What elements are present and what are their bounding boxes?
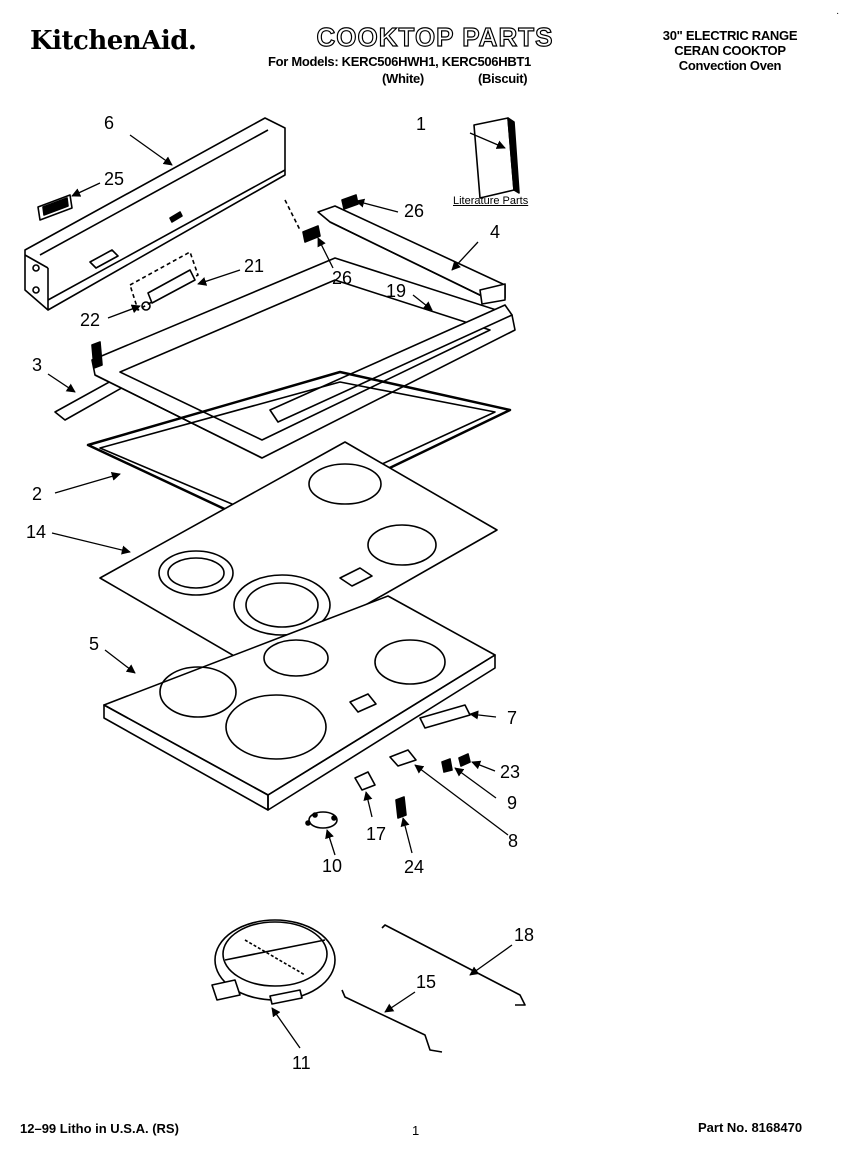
page-title: COOKTOP PARTS [316, 21, 554, 52]
radiant-element-icon [211, 919, 336, 1005]
product-line-3: Convection Oven [678, 58, 782, 73]
wire-rod-15-icon [341, 989, 443, 1053]
color-biscuit-label: (Biscuit) [478, 71, 528, 86]
screw-26-icon [284, 194, 359, 243]
literature-parts-label: Literature Parts [453, 195, 529, 207]
models-line: For Models: KERC506HWH1, KERC506HBT1 [268, 54, 531, 69]
callout-8: 8 [508, 831, 519, 851]
corner-mark: · [836, 8, 840, 19]
callout-1: 1 [416, 114, 427, 134]
callout-7: 7 [507, 708, 518, 728]
callout-17: 17 [366, 824, 387, 844]
literature-booklet-icon [473, 117, 520, 199]
callout-21: 21 [244, 256, 265, 276]
side-rail-icon [317, 205, 506, 305]
part-number: Part No. 8168470 [698, 1120, 803, 1135]
callout-26-lower: 26 [332, 268, 353, 288]
callout-23: 23 [500, 762, 521, 782]
clip-17-icon [354, 771, 376, 791]
callout-2: 2 [32, 484, 43, 504]
callout-4: 4 [490, 222, 501, 242]
leader-arrows [47, 132, 513, 1049]
page-number: 1 [412, 1123, 420, 1138]
callout-15: 15 [416, 972, 437, 992]
wire-rod-18-icon [381, 924, 526, 1006]
callout-22: 22 [80, 310, 101, 330]
terminal-block-10-icon [305, 811, 338, 829]
product-line-1: 30" ELECTRIC RANGE [662, 28, 798, 43]
callout-25: 25 [104, 169, 125, 189]
burner-box-icon [103, 595, 496, 811]
screw-9-icon [441, 758, 453, 773]
callout-9: 9 [507, 793, 518, 813]
bracket-box-icon [129, 251, 199, 311]
cooktop-frame-icon [91, 257, 516, 459]
footer-litho: 12–99 Litho in U.S.A. (RS) [20, 1121, 179, 1136]
clip-8-icon [389, 749, 417, 767]
color-white-label: (White) [382, 71, 424, 86]
nameplate-badge-icon [37, 194, 73, 221]
gasket-icon [86, 370, 512, 530]
backguard-panel-icon [24, 117, 286, 311]
brand-logo: KitchenAid. [30, 26, 197, 56]
callout-24: 24 [404, 857, 425, 877]
callout-14: 14 [26, 522, 47, 542]
callout-11: 11 [292, 1053, 311, 1073]
glass-cooktop-icon [99, 441, 498, 669]
product-line-2: CERAN COOKTOP [674, 43, 786, 58]
callout-5: 5 [89, 634, 100, 654]
screw-24-icon [395, 796, 407, 819]
callout-10: 10 [322, 856, 343, 876]
screw-23-icon [458, 753, 471, 767]
bracket-7-icon [419, 704, 471, 729]
callout-26-upper: 26 [404, 201, 425, 221]
callout-3: 3 [32, 355, 43, 375]
callout-19: 19 [386, 281, 407, 301]
callout-18: 18 [514, 925, 535, 945]
callout-6: 6 [104, 113, 115, 133]
